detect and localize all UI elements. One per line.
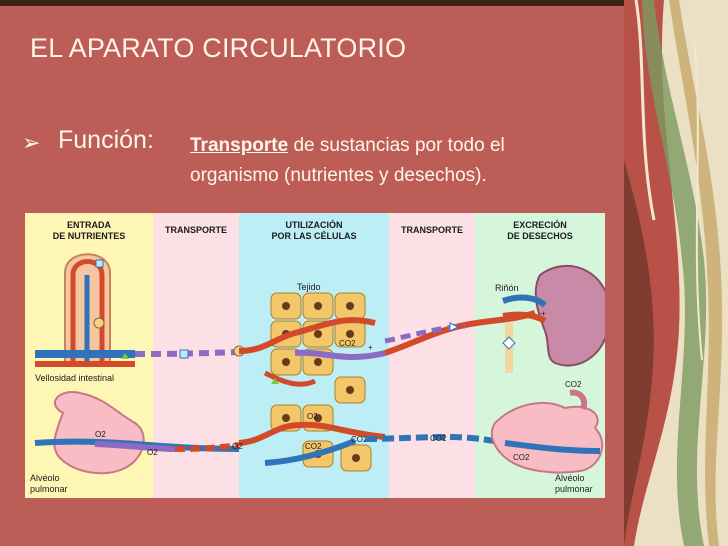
header-entrada-1: ENTRADA [67, 220, 111, 230]
header-transporte-2: TRANSPORTE [401, 225, 463, 235]
decorative-pattern [624, 0, 728, 546]
alveolus-left [34, 391, 240, 475]
tissue-vessels: + [238, 317, 386, 466]
function-text-line2: organismo (nutrientes y desechos). [190, 165, 487, 186]
label-co2-tissue-top: CO2 [339, 339, 356, 348]
label-tejido: Tejido [297, 282, 321, 292]
label-alveolo-right-2: pulmonar [555, 484, 593, 494]
function-label: Función: [58, 126, 154, 154]
header-excrecion-1: EXCRECIÓN [513, 219, 567, 230]
function-text-line1: de sustancias por todo el [288, 135, 505, 156]
slide-title: EL APARATO CIRCULATORIO [30, 33, 407, 63]
label-o2-tissue-entry: O2 [232, 442, 243, 451]
circulatory-diagram: ENTRADA DE NUTRIENTES TRANSPORTE UTILIZA… [25, 213, 605, 498]
label-alveolo-left-2: pulmonar [30, 484, 68, 494]
label-vellosidad: Vellosidad intestinal [35, 373, 114, 383]
transport-upper-right [384, 310, 536, 356]
plus-icon: + [368, 343, 373, 352]
kidney: + [502, 265, 605, 373]
intestinal-villus [35, 253, 135, 367]
zone-transporte-1 [153, 213, 239, 498]
top-border [0, 0, 728, 6]
decorative-panel [624, 0, 728, 546]
label-o2-transport-left: O2 [147, 448, 158, 457]
label-o2-tissue: O2 [307, 412, 318, 421]
label-co2-right-top: CO2 [565, 380, 582, 389]
label-alveolo-left-1: Alvéolo [30, 473, 60, 483]
label-co2-tissue-bottom: CO2 [305, 442, 322, 451]
diagram-svg: ENTRADA DE NUTRIENTES TRANSPORTE UTILIZA… [25, 213, 605, 498]
label-alveolo-right-1: Alvéolo [555, 473, 585, 483]
arrow-bullet-icon: ➢ [22, 130, 41, 155]
label-co2-transport-right: CO2 [430, 434, 447, 443]
label-rinon: Riñón [495, 283, 519, 293]
transport-lower-right [364, 433, 506, 446]
label-o2-left: O2 [95, 430, 106, 439]
header-transporte-1: TRANSPORTE [165, 225, 227, 235]
header-entrada-2: DE NUTRIENTES [53, 231, 126, 241]
header-excrecion-2: DE DESECHOS [507, 231, 573, 241]
function-text: Transporte de sustancias por todo el org… [190, 131, 630, 191]
header-utilizacion-1: UTILIZACIÓN [286, 219, 343, 230]
alveolus-right [490, 389, 604, 474]
header-utilizacion-2: POR LAS CÉLULAS [271, 231, 356, 241]
plus-icon-kidney: + [541, 309, 546, 318]
label-co2-right-alveolus: CO2 [513, 453, 530, 462]
function-keyword: Transporte [190, 135, 289, 156]
zone-transporte-2 [389, 213, 475, 498]
label-co2-tissue-right: CO2 [351, 435, 368, 444]
